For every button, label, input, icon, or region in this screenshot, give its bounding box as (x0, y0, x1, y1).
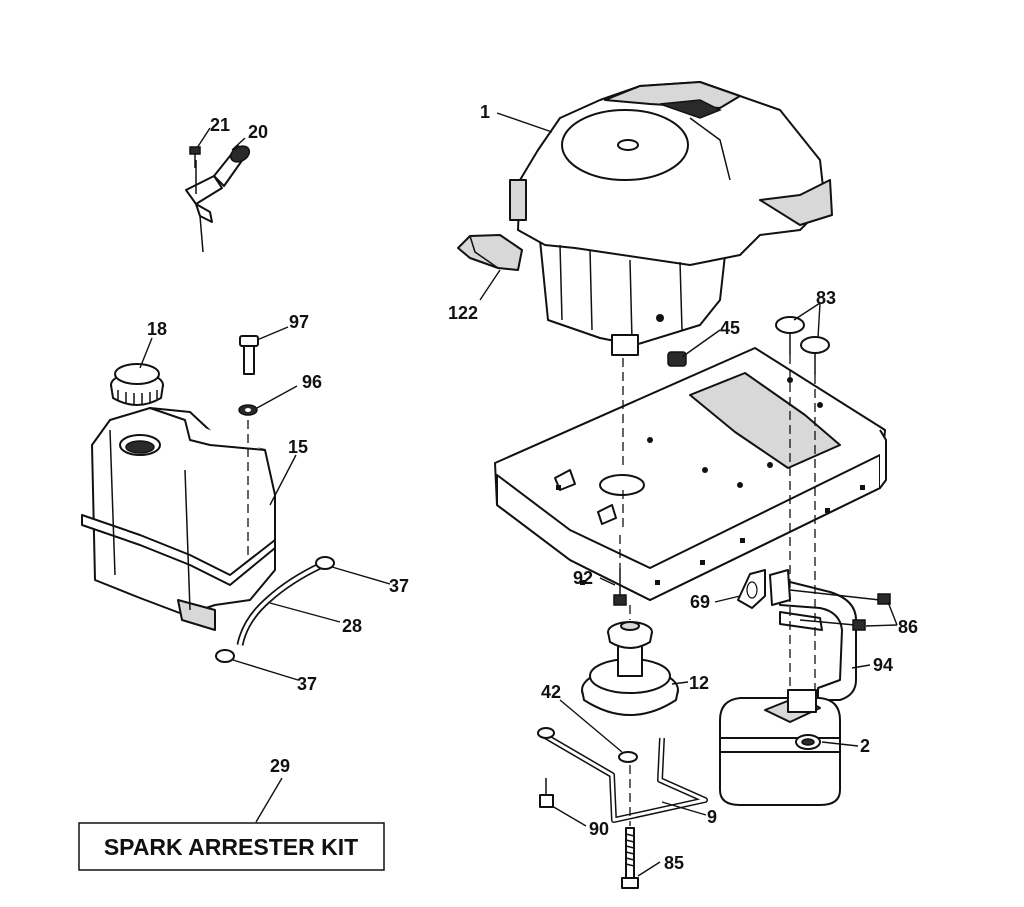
bolt-92-icon (613, 568, 627, 606)
callout-9: 9 (707, 807, 717, 827)
bolt-90-icon (539, 778, 554, 808)
engine-icon (509, 81, 833, 356)
exhaust-pipe-icon (769, 569, 857, 701)
callout-85: 85 (664, 853, 684, 873)
callout-2: 2 (860, 736, 870, 756)
assembly-lines (247, 355, 816, 826)
bolt-83-icon (775, 316, 830, 375)
hose-clamp-37-bottom-icon (215, 649, 235, 663)
gasket-69-icon (737, 569, 766, 609)
throttle-control-icon (185, 145, 251, 253)
washer-42-icon (618, 751, 638, 763)
callout-37-top: 37 (389, 576, 409, 596)
callout-96: 96 (302, 372, 322, 392)
bolt-86-icon (789, 589, 891, 631)
nut-45-icon (667, 351, 687, 367)
screw-21-icon (189, 146, 201, 168)
pulley-icon (581, 621, 679, 716)
callout-37-bottom: 37 (297, 674, 317, 694)
fuel-cap-icon (110, 363, 164, 406)
callout-18: 18 (147, 319, 167, 339)
callout-45: 45 (720, 318, 740, 338)
chassis-frame-icon (494, 347, 887, 601)
bolt-97-icon (239, 335, 259, 375)
bolt-85-icon (621, 827, 639, 889)
muffler-icon (719, 689, 841, 806)
callout-21: 21 (210, 115, 230, 135)
callout-42: 42 (541, 682, 561, 702)
callout-83: 83 (816, 288, 836, 308)
callout-29: 29 (270, 756, 290, 776)
fuel-line-icon (236, 561, 324, 646)
callout-86: 86 (898, 617, 918, 637)
callout-122: 122 (448, 303, 478, 323)
callout-28: 28 (342, 616, 362, 636)
washer-96-icon (238, 404, 258, 416)
callout-69: 69 (690, 592, 710, 612)
callout-92: 92 (573, 568, 593, 588)
fuel-tank-icon (81, 407, 276, 631)
rod-9-icon (537, 727, 708, 823)
callout-97: 97 (289, 312, 309, 332)
callout-12: 12 (689, 673, 709, 693)
callout-labels: 1 21 20 18 97 96 15 37 28 37 122 45 83 9… (147, 102, 918, 873)
leader-lines (139, 112, 898, 877)
spark-arrester-kit-box: SPARK ARRESTER KIT (78, 822, 385, 871)
hose-clamp-37-top-icon (315, 556, 335, 570)
callout-90: 90 (589, 819, 609, 839)
callout-20: 20 (248, 122, 268, 142)
callout-1: 1 (480, 102, 490, 122)
callout-94: 94 (873, 655, 893, 675)
heat-shield-icon (457, 234, 523, 271)
spark-arrester-kit-label: SPARK ARRESTER KIT (104, 834, 358, 860)
callout-15: 15 (288, 437, 308, 457)
